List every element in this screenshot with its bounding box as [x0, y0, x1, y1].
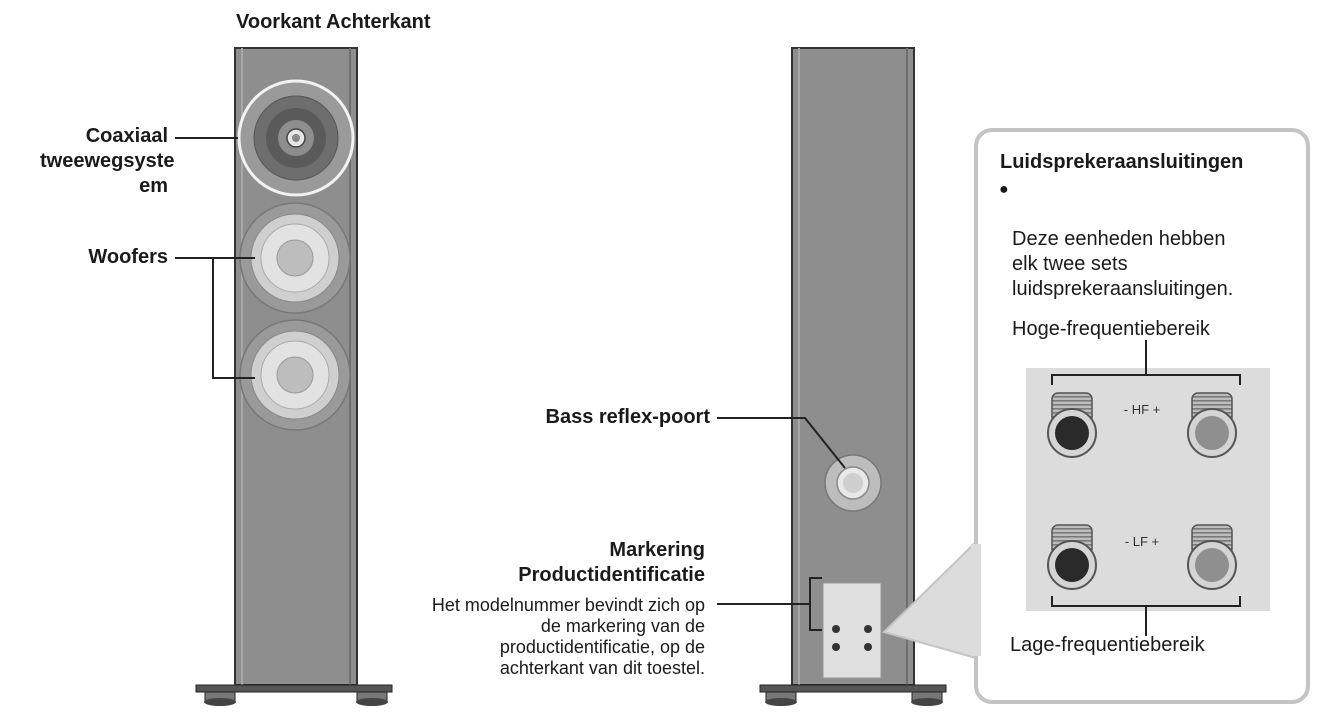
front-feet: [195, 684, 393, 706]
front-speaker: [175, 47, 393, 706]
callout-title: Luidsprekeraansluitingen: [1000, 151, 1244, 173]
coaxial-driver: [237, 79, 355, 197]
bullet-dot-icon: ●: [999, 181, 1009, 198]
marking-bracket: [809, 577, 822, 631]
lf-minus-terminal: [1047, 524, 1097, 590]
rear-feet: [759, 684, 947, 706]
hf-plus-terminal: [1187, 392, 1237, 458]
hf-plate-label: - HF +: [1124, 402, 1160, 417]
bass-reflex-leader: [717, 417, 846, 469]
bass-reflex-label: Bass reflex-poort: [545, 406, 711, 428]
rear-speaker: [717, 47, 947, 706]
terminals-callout: - HF + - LF +: [882, 128, 1310, 704]
callout-bullet: ● Deze eenheden hebben elk twee sets lui…: [999, 177, 1289, 327]
woofer-upper: [239, 202, 351, 314]
lf-range-label: Lage-frequentiebereik: [1010, 634, 1205, 656]
woofers-label: Woofers: [88, 246, 168, 268]
page-heading: Voorkant Achterkant: [236, 11, 431, 33]
lf-plate-label: - LF +: [1125, 534, 1159, 549]
coaxial-label: Coaxiaal tweewegsyste em: [40, 125, 175, 197]
lf-plus-terminal: [1187, 524, 1237, 590]
hf-minus-terminal: [1047, 392, 1097, 458]
woofer-lower: [239, 319, 351, 431]
bass-reflex-port: [824, 454, 882, 512]
callout-bullet-text: Deze eenheden hebben elk twee sets luids…: [1012, 228, 1234, 300]
marking-title: Markering Productidentificatie: [518, 539, 705, 586]
hf-range-label: Hoge-frequentiebereik: [1012, 318, 1210, 340]
woofers-leader: [175, 257, 255, 379]
terminal-plate: [822, 582, 882, 679]
marking-note: Het modelnummer bevindt zich op de marke…: [431, 595, 705, 678]
